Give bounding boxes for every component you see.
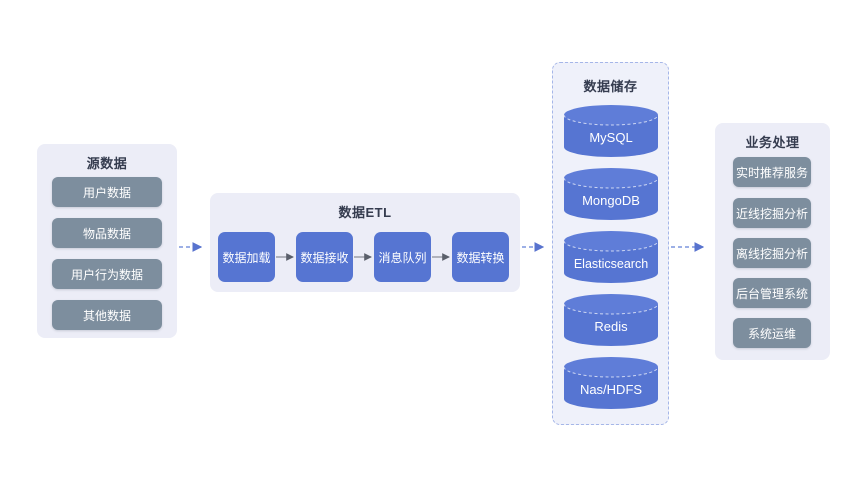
cylinder-top [564, 231, 658, 251]
storage-panel-title: 数据储存 [583, 79, 638, 94]
cylinder-top [564, 168, 658, 188]
cylinder-top [564, 294, 658, 314]
cylinder-body [564, 304, 658, 346]
cylinder-rim-dash [564, 177, 658, 189]
cylinder-rim-dash [564, 303, 658, 315]
cylinder-body [564, 115, 658, 157]
database-cylinder-nas-hdfs: Nas/HDFS [564, 357, 658, 409]
cylinder-body [564, 241, 658, 283]
data-storage-panel: 数据储存 MySQL MongoDB Elasticsearch Redis [552, 62, 669, 425]
etl-step-data-load: 数据加载 [218, 232, 275, 282]
etl-step-data-receive: 数据接收 [296, 232, 353, 282]
database-cylinder-mongodb: MongoDB [564, 168, 658, 220]
database-cylinder-mysql: MySQL [564, 105, 658, 157]
business-node-system-ops: 系统运维 [733, 318, 811, 348]
source-data-panel: 源数据 用户数据 物品数据 用户行为数据 其他数据 [37, 144, 177, 338]
business-node-realtime-recommendation: 实时推荐服务 [733, 157, 811, 187]
etl-panel: 数据ETL 数据加载 数据接收 消息队列 数据转换 [210, 193, 520, 292]
etl-step-data-transform: 数据转换 [452, 232, 509, 282]
business-node-offline-mining: 离线挖掘分析 [733, 238, 811, 268]
source-node-user-behavior-data: 用户行为数据 [52, 259, 162, 289]
source-node-item-data: 物品数据 [52, 218, 162, 248]
business-panel-title: 业务处理 [745, 135, 800, 150]
etl-panel-title: 数据ETL [338, 205, 392, 220]
etl-step-message-queue: 消息队列 [374, 232, 431, 282]
storage-node-label: Redis [594, 319, 628, 334]
cylinder-top [564, 105, 658, 125]
cylinder-rim-dash [564, 240, 658, 252]
source-node-user-data: 用户数据 [52, 177, 162, 207]
cylinder-body [564, 367, 658, 409]
storage-node-label: Elasticsearch [574, 257, 648, 271]
source-panel-title: 源数据 [86, 156, 128, 171]
database-cylinder-redis: Redis [564, 294, 658, 346]
business-node-admin-system: 后台管理系统 [733, 278, 811, 308]
business-node-nearline-mining: 近线挖掘分析 [733, 198, 811, 228]
storage-node-label: MySQL [589, 130, 632, 145]
source-node-other-data: 其他数据 [52, 300, 162, 330]
cylinder-top [564, 357, 658, 377]
cylinder-rim-dash [564, 366, 658, 378]
database-cylinder-elasticsearch: Elasticsearch [564, 231, 658, 283]
cylinder-body [564, 178, 658, 220]
storage-node-label: MongoDB [582, 193, 640, 208]
storage-node-label: Nas/HDFS [580, 382, 642, 397]
cylinder-rim-dash [564, 114, 658, 126]
business-processing-panel: 业务处理 实时推荐服务 近线挖掘分析 离线挖掘分析 后台管理系统 系统运维 [715, 123, 830, 360]
